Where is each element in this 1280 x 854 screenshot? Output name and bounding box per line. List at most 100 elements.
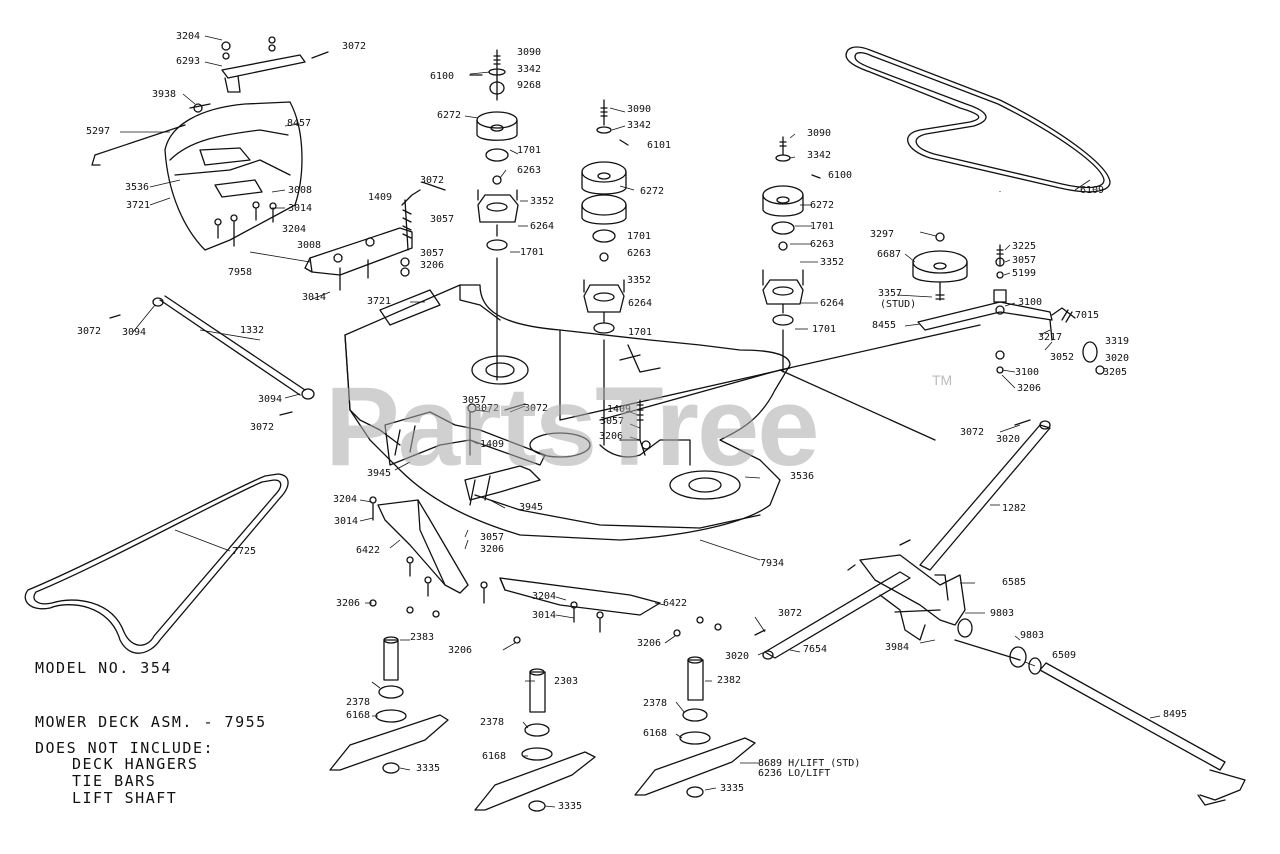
excluded-item-tie-bars: TIE BARS — [72, 772, 157, 790]
part-number-label: 3206 — [599, 431, 623, 442]
part-number-label: 1701 — [812, 324, 836, 335]
part-number-label: 3945 — [519, 502, 543, 513]
part-number-label: 9803 — [1020, 630, 1044, 641]
part-number-label: 3072 — [342, 41, 366, 52]
part-number-label: 3072 — [250, 422, 274, 433]
part-number-label: 6687 — [877, 249, 901, 260]
model-number-caption: MODEL NO. 354 — [35, 659, 172, 677]
part-number-label: 8495 — [1163, 709, 1187, 720]
part-number-label: 7015 — [1075, 310, 1099, 321]
part-number-label: 3984 — [885, 642, 909, 653]
part-number-label: 3206 — [420, 260, 444, 271]
part-number-label: 1409 — [607, 404, 631, 415]
part-number-label: 3057 — [430, 214, 454, 225]
part-number-label: 3297 — [870, 229, 894, 240]
part-number-label: 8457 — [287, 118, 311, 129]
part-number-label: 3204 — [532, 591, 556, 602]
part-number-label: 1701 — [627, 231, 651, 242]
part-number-label: 6168 — [482, 751, 506, 762]
part-number-label: 3072 — [475, 403, 499, 414]
part-number-label: 3206 — [480, 544, 504, 555]
part-number-label: 6168 — [643, 728, 667, 739]
part-number-label: 3204 — [333, 494, 357, 505]
drive-belt-top — [845, 46, 1111, 193]
part-number-label: 3204 — [282, 224, 306, 235]
part-number-label: 3090 — [807, 128, 831, 139]
part-number-label: 3206 — [448, 645, 472, 656]
part-number-label: 6100 — [430, 71, 454, 82]
part-number-label: 6272 — [640, 186, 664, 197]
part-number-label: 1701 — [810, 221, 834, 232]
part-number-label: 3204 — [176, 31, 200, 42]
part-number-label: 1332 — [240, 325, 264, 336]
part-number-label: 3014 — [302, 292, 326, 303]
part-number-label: 6293 — [176, 56, 200, 67]
part-number-label: 3352 — [530, 196, 554, 207]
part-number-label: 3020 — [996, 434, 1020, 445]
part-number-label: 3057 — [420, 248, 444, 259]
part-number-label: 1409 — [368, 192, 392, 203]
part-number-label: 6264 — [628, 298, 652, 309]
part-number-label: 6264 — [820, 298, 844, 309]
part-number-label: 9268 — [517, 80, 541, 91]
part-number-label: 6509 — [1052, 650, 1076, 661]
part-number-label: 8455 — [872, 320, 896, 331]
part-number-label: 3206 — [1017, 383, 1041, 394]
part-number-label: 1701 — [520, 247, 544, 258]
part-number-label: 3072 — [778, 608, 802, 619]
part-number-label: 1282 — [1002, 503, 1026, 514]
part-number-label: 7654 — [803, 644, 827, 655]
part-number-label: 3020 — [725, 651, 749, 662]
part-number-label: 6422 — [663, 598, 687, 609]
part-number-label: 3100 — [1018, 297, 1042, 308]
part-number-label: 3057 — [1012, 255, 1036, 266]
part-number-label: 6422 — [356, 545, 380, 556]
part-number-label: 9803 — [990, 608, 1014, 619]
part-number-label: 7958 — [228, 267, 252, 278]
part-number-label: 3352 — [627, 275, 651, 286]
part-number-label: 6263 — [517, 165, 541, 176]
part-number-label: 3020 — [1105, 353, 1129, 364]
part-number-label: 3536 — [125, 182, 149, 193]
part-number-label: 1701 — [517, 145, 541, 156]
part-number-label: 3090 — [627, 104, 651, 115]
part-number-label: 3721 — [367, 296, 391, 307]
part-number-label: 6263 — [627, 248, 651, 259]
part-number-label: 6264 — [530, 221, 554, 232]
part-number-label: 2382 — [717, 675, 741, 686]
part-number-label: 1409 — [480, 439, 504, 450]
part-number-label: 5297 — [86, 126, 110, 137]
part-number-label: (STUD) — [880, 299, 916, 310]
part-number-label: 3090 — [517, 47, 541, 58]
part-number-label: 3100 — [1015, 367, 1039, 378]
part-number-label: 2378 — [643, 698, 667, 709]
part-number-label: 3014 — [334, 516, 358, 527]
part-number-label: 3335 — [558, 801, 582, 812]
part-number-label: 3072 — [524, 403, 548, 414]
part-number-label: 8689 H/LIFT (STD) — [758, 758, 860, 769]
belt-cover — [164, 101, 303, 251]
part-number-label: 3008 — [297, 240, 321, 251]
part-number-label: 3206 — [336, 598, 360, 609]
part-number-label: 3352 — [820, 257, 844, 268]
part-number-label: 2378 — [480, 717, 504, 728]
part-number-label: 3342 — [807, 150, 831, 161]
part-number-label: 2303 — [554, 676, 578, 687]
part-number-label: 3342 — [627, 120, 651, 131]
part-number-label: 3217 — [1038, 332, 1062, 343]
deck-assembly-caption: MOWER DECK ASM. - 7955 — [35, 713, 267, 731]
part-number-label: 3335 — [720, 783, 744, 794]
part-number-label: 3057 — [600, 416, 624, 427]
watermark-text: PartsTree — [325, 364, 820, 489]
part-number-label: 3938 — [152, 89, 176, 100]
part-number-label: 3072 — [420, 175, 444, 186]
part-number-label: 3014 — [288, 203, 312, 214]
part-number-label: 3319 — [1105, 336, 1129, 347]
part-number-label: 3057 — [480, 532, 504, 543]
part-number-label: 6585 — [1002, 577, 1026, 588]
part-number-label: 3052 — [1050, 352, 1074, 363]
part-number-label: 3536 — [790, 471, 814, 482]
part-number-label: 3072 — [960, 427, 984, 438]
